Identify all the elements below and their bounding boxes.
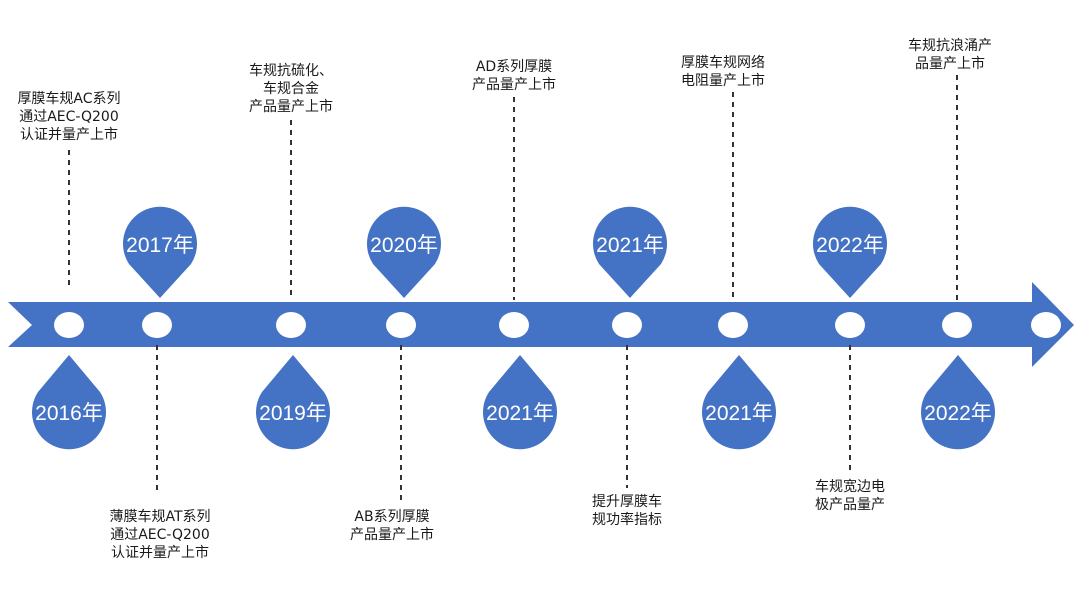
milestone-text-3: 车规抗硫化、 车规合金 产品量产上市 <box>249 63 333 115</box>
year-pin-6 <box>592 206 667 298</box>
year-pin-5 <box>483 355 557 450</box>
milestone-text-8: 车规宽边电 极产品量产 <box>815 479 885 513</box>
timeline-node-2 <box>142 312 172 338</box>
milestone-text-1: 厚膜车规AC系列 通过AEC-Q200 认证并量产上市 <box>17 91 121 143</box>
milestone-text-5: AD系列厚膜 产品量产上市 <box>472 59 556 93</box>
year-label-2: 2017年 <box>126 234 194 257</box>
year-label-3: 2019年 <box>259 402 327 425</box>
milestone-text-2: 薄膜车规AT系列 通过AEC-Q200 认证并量产上市 <box>109 509 211 561</box>
timeline-node-5 <box>499 312 529 338</box>
year-pin-7 <box>702 355 776 450</box>
timeline-node-8 <box>835 312 865 338</box>
year-pin-3 <box>256 355 330 450</box>
year-pin-9 <box>921 355 995 450</box>
year-label-8: 2022年 <box>816 234 884 257</box>
year-label-7: 2021年 <box>705 402 773 425</box>
timeline-node-4 <box>386 312 416 338</box>
timeline-node-1 <box>54 312 84 338</box>
timeline-node-7 <box>718 312 748 338</box>
milestone-text-9: 车规抗浪涌产 品量产上市 <box>908 38 992 72</box>
milestone-text-7: 厚膜车规网络 电阻量产上市 <box>681 55 765 89</box>
year-label-6: 2021年 <box>596 234 664 257</box>
year-label-9: 2022年 <box>924 402 992 425</box>
timeline-node-3 <box>276 312 306 338</box>
year-pin-2 <box>123 206 197 298</box>
year-pin-4 <box>366 206 441 298</box>
milestone-text-6: 提升厚膜车 规功率指标 <box>592 494 662 528</box>
year-label-5: 2021年 <box>486 402 554 425</box>
timeline-node-9 <box>942 312 972 338</box>
timeline-node-6 <box>612 312 642 338</box>
timeline-arrow <box>8 282 1074 367</box>
year-pin-8 <box>812 206 887 298</box>
year-pin-1 <box>31 355 107 450</box>
timeline-node-10 <box>1031 312 1061 338</box>
year-label-4: 2020年 <box>370 234 438 257</box>
milestone-text-4: AB系列厚膜 产品量产上市 <box>350 509 434 543</box>
year-label-1: 2016年 <box>35 402 103 425</box>
